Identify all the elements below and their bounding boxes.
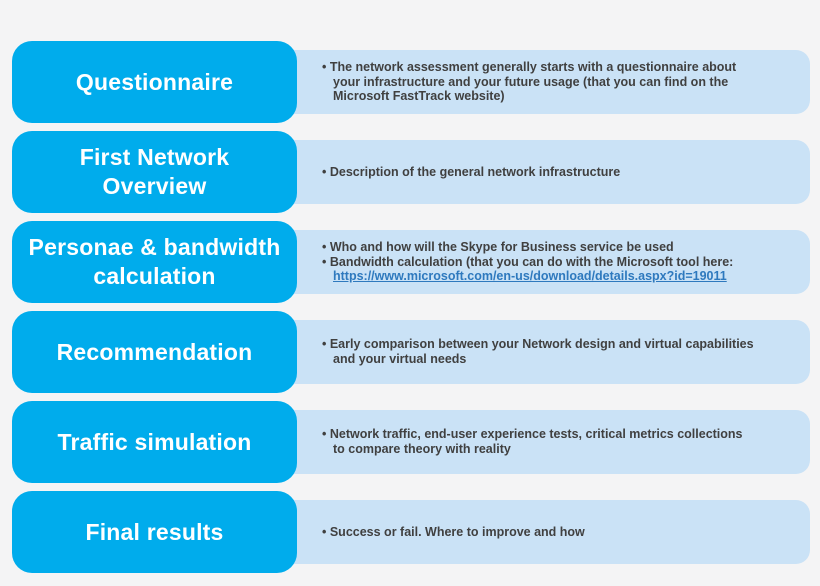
process-rows: Questionnaire • The network assessment g… bbox=[12, 41, 810, 573]
bullet-item: • Description of the general network inf… bbox=[322, 164, 621, 179]
process-row: First Network Overview • Description of … bbox=[12, 131, 810, 213]
stage-label: First Network Overview bbox=[79, 144, 230, 199]
process-row: Traffic simulation • Network traffic, en… bbox=[12, 401, 810, 483]
stage-box-traffic-simulation: Traffic simulation bbox=[12, 401, 297, 483]
bullet-item: • Bandwidth calculation (that you can do… bbox=[322, 254, 734, 284]
bullet-list: • Description of the general network inf… bbox=[322, 165, 620, 180]
stage-box-personae-bandwidth-calculation: Personae & bandwidth calculation bbox=[12, 221, 297, 303]
detail-box: • Description of the general network inf… bbox=[277, 140, 810, 204]
bullet-item: • Success or fail. Where to improve and … bbox=[322, 524, 585, 539]
detail-box: • Who and how will the Skype for Busines… bbox=[277, 230, 810, 294]
bullet-item: • Who and how will the Skype for Busines… bbox=[322, 239, 674, 254]
bullet-list: • Network traffic, end-user experience t… bbox=[322, 427, 743, 457]
detail-box: • Network traffic, end-user experience t… bbox=[277, 410, 810, 474]
bullet-list: • Early comparison between your Network … bbox=[322, 337, 754, 367]
detail-box: • The network assessment generally start… bbox=[277, 50, 810, 114]
stage-label: Traffic simulation bbox=[57, 428, 252, 455]
bullet-list: • Success or fail. Where to improve and … bbox=[322, 525, 585, 540]
detail-box: • Success or fail. Where to improve and … bbox=[277, 500, 810, 564]
stage-box-recommendation: Recommendation bbox=[12, 311, 297, 393]
bullet-list: • The network assessment generally start… bbox=[322, 60, 736, 104]
bullet-item: • Network traffic, end-user experience t… bbox=[322, 427, 743, 456]
stage-label: Personae & bandwidth calculation bbox=[28, 234, 281, 289]
stage-label: Final results bbox=[85, 518, 224, 545]
stage-box-first-network-overview: First Network Overview bbox=[12, 131, 297, 213]
detail-box: • Early comparison between your Network … bbox=[277, 320, 810, 384]
stage-label: Questionnaire bbox=[75, 68, 234, 95]
stage-box-final-results: Final results bbox=[12, 491, 297, 573]
process-row: Questionnaire • The network assessment g… bbox=[12, 41, 810, 123]
bullet-item: • The network assessment generally start… bbox=[322, 59, 737, 104]
process-row: Final results • Success or fail. Where t… bbox=[12, 491, 810, 573]
stage-box-questionnaire: Questionnaire bbox=[12, 41, 297, 123]
bullet-item: • Early comparison between your Network … bbox=[322, 337, 754, 366]
bandwidth-tool-link[interactable]: https://www.microsoft.com/en-us/download… bbox=[333, 269, 727, 284]
bullet-list: • Who and how will the Skype for Busines… bbox=[322, 240, 733, 284]
process-row: Recommendation • Early comparison betwee… bbox=[12, 311, 810, 393]
process-row: Personae & bandwidth calculation • Who a… bbox=[12, 221, 810, 303]
stage-label: Recommendation bbox=[56, 338, 253, 365]
